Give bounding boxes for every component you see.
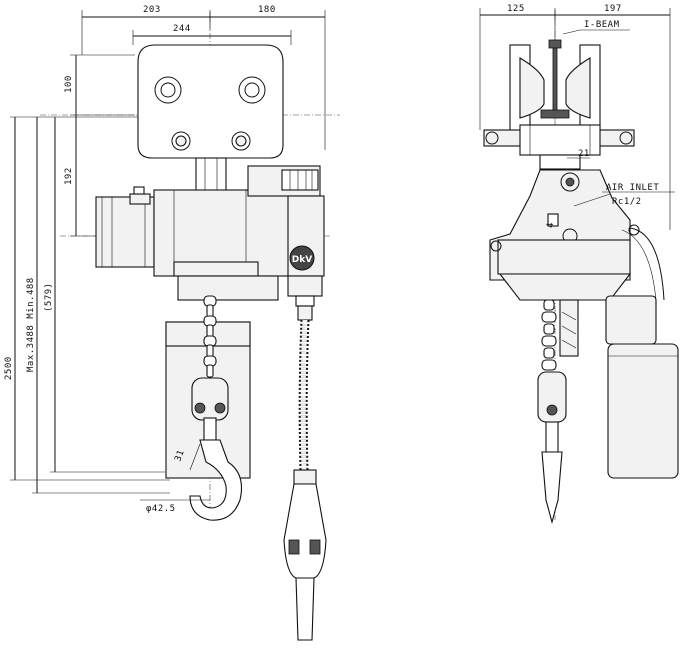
control-pendant — [283, 469, 327, 641]
air-hose — [295, 295, 315, 471]
side-chain — [541, 299, 579, 371]
hook-block — [189, 377, 243, 521]
side-trolley — [483, 44, 635, 170]
dim-hook-angle: 31 — [173, 448, 186, 463]
side-body — [489, 169, 640, 301]
dim-chain-dia: φ42.5 — [146, 504, 176, 514]
label-i-beam: I-BEAM — [584, 20, 620, 30]
label-air-inlet: AIR INLET — [606, 183, 659, 193]
dim-flange: 21 — [578, 149, 590, 159]
dkv-logo: DkV — [289, 245, 315, 271]
front-top-dimensions — [81, 10, 326, 150]
dim-beam-to-body: 192 — [64, 167, 74, 185]
dim-trolley-right: 180 — [258, 5, 276, 15]
side-hook-block — [537, 371, 567, 525]
side-view: 125 197 I-BEAM 21 — [479, 4, 679, 525]
front-view: 203 180 244 100 192 2500 Max.3488 Min.48… — [4, 5, 340, 641]
svg-text:DkV: DkV — [292, 255, 312, 265]
i-beam — [540, 39, 570, 119]
side-hose-bundle — [605, 295, 679, 479]
dim-headroom: (579) — [44, 282, 54, 312]
dim-trolley-height: 100 — [64, 75, 74, 93]
dim-small: 4 — [546, 222, 556, 228]
dim-lift-range: Max.3488 Min.488 — [26, 277, 36, 372]
label-rc-port: Rc1/2 — [612, 197, 642, 207]
side-top-dimensions — [479, 8, 671, 230]
trolley-plate — [137, 44, 284, 159]
dim-side-left: 125 — [507, 4, 525, 14]
dim-wheel-span: 244 — [173, 24, 191, 34]
motor-body — [95, 165, 325, 301]
dim-total: 2500 — [4, 356, 14, 380]
dim-side-right: 197 — [604, 4, 622, 14]
load-chain — [203, 295, 217, 378]
dim-trolley-left: 203 — [143, 5, 161, 15]
